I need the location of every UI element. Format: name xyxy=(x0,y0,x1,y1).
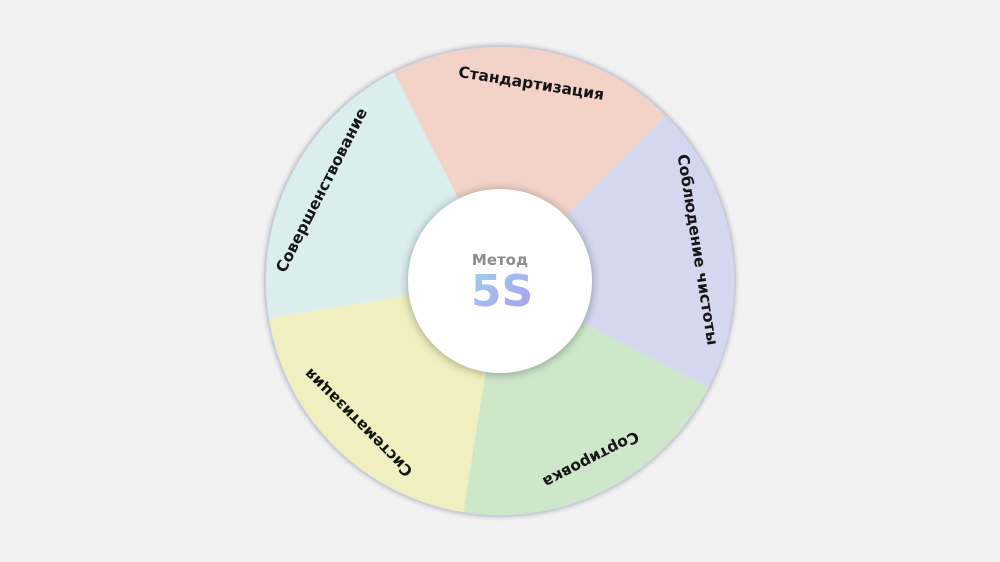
wheel-outer-ring xyxy=(263,44,737,518)
segment-2 xyxy=(500,115,734,388)
center-main-label: 5S xyxy=(471,266,533,317)
segment-1 xyxy=(393,47,666,282)
center-title: Метод xyxy=(472,251,528,269)
center-circle xyxy=(408,189,592,373)
